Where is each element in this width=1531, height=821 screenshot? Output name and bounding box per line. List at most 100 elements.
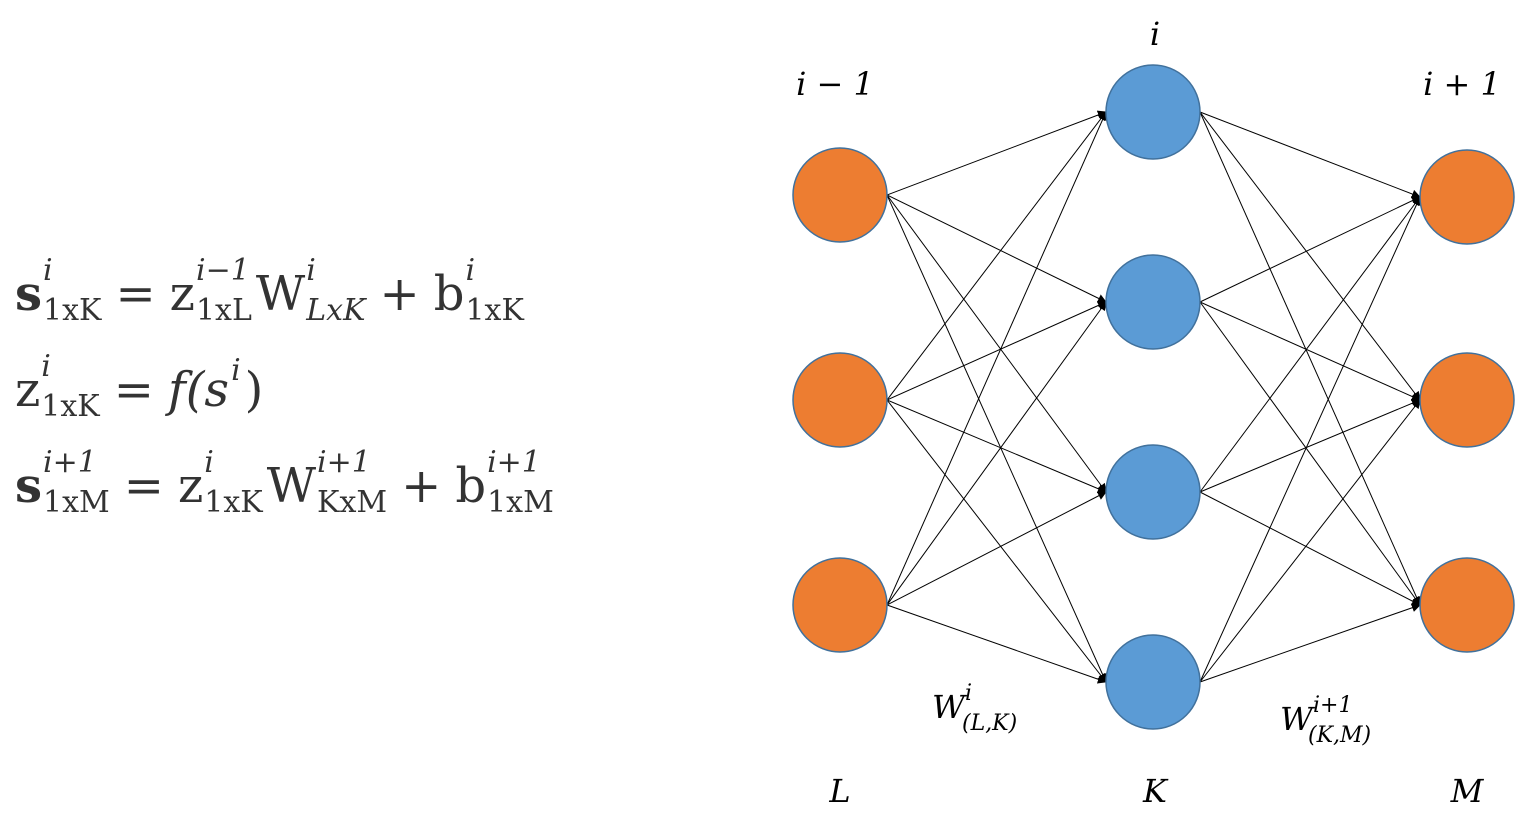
next-layer-node-1 <box>1419 149 1515 245</box>
eq1-lhs-sup: i <box>43 253 53 288</box>
weight-1-sub: (L,K) <box>962 711 1017 736</box>
layer2-layer3-edge-2-0 <box>1199 196 1421 493</box>
eq3-w-base: W <box>266 458 317 514</box>
layer2-layer3-edge-1-0 <box>1199 196 1421 303</box>
eq3-plus: + <box>401 458 442 514</box>
eq1-b-base: b <box>433 266 465 322</box>
layer-bottom-label-K: K <box>1142 772 1169 810</box>
eq3-z-sub: 1xK <box>204 485 263 520</box>
layer1-layer2-edge-1-2 <box>886 399 1107 494</box>
layer1-layer2-edge-0-2 <box>886 194 1107 493</box>
eq3-b-base: b <box>455 458 487 514</box>
eq2-lhs-sub: 1xK <box>41 389 100 424</box>
current-layer-node-3 <box>1105 444 1201 540</box>
eq1-term-z: z i−1 1xL <box>169 256 252 328</box>
eq2-lhs-sup: i <box>41 349 51 384</box>
layer-bottom-label-M: M <box>1450 772 1485 810</box>
eq2-lhs: z i 1xK <box>15 352 100 424</box>
layer2-layer3-edge-0-2 <box>1199 111 1421 606</box>
layer-top-label-current: i <box>1150 15 1160 53</box>
eq3-z-sup: i <box>204 445 214 480</box>
eq1-z-sub: 1xL <box>195 293 252 328</box>
eq1-lhs-base: s <box>15 266 43 322</box>
layer1-layer2-edge-1-0 <box>886 111 1107 401</box>
eq1-w-sub: LxK <box>306 293 366 328</box>
nodes-group <box>792 64 1515 730</box>
eq3-lhs-base: s <box>15 458 43 514</box>
layer-bottom-label-L: L <box>828 772 850 810</box>
layer1-layer2-edge-0-1 <box>886 194 1107 303</box>
layer2-layer3-edge-3-0 <box>1199 196 1421 683</box>
eq1-equals: = <box>115 266 156 322</box>
eq1-b-sub: 1xK <box>465 293 524 328</box>
eq3-lhs-sup: i+1 <box>43 445 97 480</box>
layer-top-label-prev: i − 1 <box>796 65 874 103</box>
eq3-w-sup: i+1 <box>317 445 371 480</box>
layer1-layer2-edge-0-0 <box>886 110 1107 196</box>
eq1-w-sup: i <box>306 253 316 288</box>
eq1-z-sup: i−1 <box>195 253 250 288</box>
eq2-rhs: f(s i ) <box>167 356 264 418</box>
layer2-layer3-edge-2-1 <box>1199 398 1421 493</box>
eq3-z-base: z <box>177 458 204 514</box>
eq2-equals: = <box>113 362 154 418</box>
eq3-w-sub: KxM <box>317 485 388 520</box>
layer2-layer3-edge-1-1 <box>1199 301 1421 401</box>
layer2-layer3-edge-1-2 <box>1199 301 1421 606</box>
next-layer-node-2 <box>1419 352 1515 448</box>
edges-group <box>886 110 1421 684</box>
eq1-b-sup: i <box>465 253 476 288</box>
eq1-lhs: s i 1xK <box>15 256 102 328</box>
eq2-rhs-close: ) <box>244 362 264 418</box>
eq3-equals: = <box>123 458 164 514</box>
layer-top-label-next: i + 1 <box>1423 65 1501 103</box>
layer2-layer3-edge-0-0 <box>1199 111 1421 199</box>
current-layer-node-4 <box>1105 634 1201 730</box>
eq3-b-sup: i+1 <box>487 445 541 480</box>
eq1-z-base: z <box>169 266 195 322</box>
eq1-term-b: b i 1xK <box>433 256 524 328</box>
weight-2-sub: (K,M) <box>1308 723 1371 748</box>
layer1-layer2-edge-0-3 <box>886 194 1107 683</box>
eq3-term-b: b i+1 1xM <box>455 448 554 520</box>
weight-label-1: W i (L,K) <box>932 681 1017 736</box>
layer1-layer2-edge-2-1 <box>886 301 1107 606</box>
weight-label-2: W i+1 (K,M) <box>1280 693 1371 748</box>
layer1-layer2-edge-1-1 <box>886 301 1107 401</box>
prev-layer-node-1 <box>792 147 888 243</box>
next-layer-node-3 <box>1419 557 1515 653</box>
eq1-plus: + <box>379 266 420 322</box>
prev-layer-node-3 <box>792 557 888 653</box>
layer2-layer3-edge-0-1 <box>1199 111 1421 401</box>
weight-2-sup: i+1 <box>1313 693 1352 718</box>
equation-2: z i 1xK = f(s i ) <box>15 352 755 462</box>
eq2-rhs-text: f(s <box>167 362 230 418</box>
layer2-layer3-edge-3-2 <box>1199 603 1421 683</box>
layer1-layer2-edge-1-3 <box>886 399 1107 683</box>
layer2-layer3-edge-3-1 <box>1199 399 1421 683</box>
eq1-w-base: W <box>255 266 306 322</box>
eq3-lhs-sub: 1xM <box>43 485 110 520</box>
layer2-layer3-edge-2-2 <box>1199 491 1421 606</box>
eq2-rhs-sup: i <box>231 353 241 388</box>
eq1-lhs-sub: 1xK <box>43 293 102 328</box>
eq3-term-z: z i 1xK <box>177 448 263 520</box>
weight-1-base: W <box>932 688 968 726</box>
eq2-lhs-base: z <box>15 362 41 418</box>
eq3-lhs: s i+1 1xM <box>15 448 110 520</box>
layer1-layer2-edge-2-2 <box>886 491 1107 606</box>
layer1-layer2-edge-2-0 <box>886 111 1107 606</box>
current-layer-node-1 <box>1105 64 1201 160</box>
eq3-b-sub: 1xM <box>487 485 554 520</box>
prev-layer-node-2 <box>792 352 888 448</box>
weight-1-sup: i <box>965 681 972 706</box>
current-layer-node-2 <box>1105 254 1201 350</box>
weight-2-base: W <box>1280 700 1316 738</box>
layer1-layer2-edge-2-3 <box>886 604 1107 684</box>
